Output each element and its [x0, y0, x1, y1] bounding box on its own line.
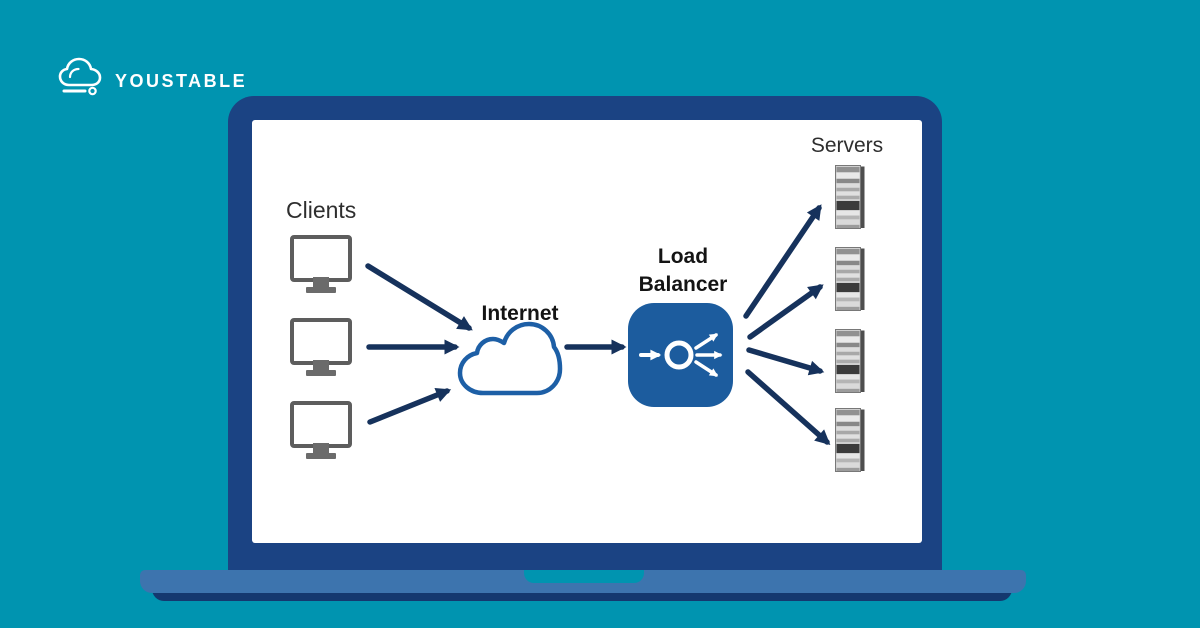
arrow-lb-server2	[747, 284, 824, 340]
server-tower-3	[835, 329, 865, 393]
laptop-screen	[252, 120, 922, 543]
cloud-icon	[457, 321, 563, 396]
brand-name: YOUSTABLE	[115, 70, 248, 91]
load-balancer-label: Load Balancer	[613, 243, 753, 299]
server-tower-1	[835, 165, 865, 229]
server-tower-4	[835, 408, 865, 472]
arrow-client1-internet	[365, 263, 473, 331]
server-tower-2	[835, 247, 865, 311]
arrow-lb-server1	[743, 204, 822, 319]
load-balancing-diagram	[290, 165, 865, 472]
client-monitor-1	[290, 235, 352, 295]
load-balancer-label-line2: Balancer	[638, 273, 728, 296]
arrow-lb-server3	[746, 347, 825, 376]
client-monitor-3	[290, 401, 352, 461]
laptop-hinge-notch	[524, 570, 644, 583]
brand-logo: YOUSTABLE	[57, 54, 247, 100]
load-balancer-icon	[628, 303, 733, 407]
clients-label: Clients	[286, 197, 357, 223]
servers-label: Servers	[810, 134, 884, 157]
load-balancer-label-line1: Load	[657, 245, 709, 268]
cloud-hosting-icon	[58, 57, 102, 96]
client-monitor-2	[290, 318, 352, 378]
internet-label: Internet	[481, 302, 559, 325]
arrow-lb-server4	[745, 369, 831, 445]
arrow-client3-internet	[367, 387, 452, 425]
